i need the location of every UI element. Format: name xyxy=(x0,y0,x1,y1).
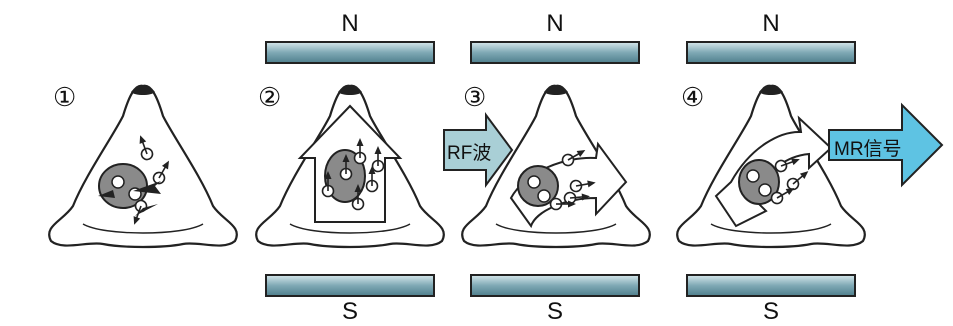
rf-wave-label: RF波 xyxy=(447,138,491,165)
magnet-s-2 xyxy=(266,275,434,296)
north-label-3: N xyxy=(525,10,585,38)
step-2-number: ② xyxy=(258,82,281,113)
head-outline-1 xyxy=(49,86,237,247)
magnet-s-4 xyxy=(687,275,855,296)
head-outline-2 xyxy=(256,86,444,247)
step-1-number: ① xyxy=(53,82,76,113)
step-4-number: ④ xyxy=(681,82,704,113)
head-outline-4 xyxy=(677,86,865,247)
magnet-n-2 xyxy=(266,42,434,63)
mr-signal-label: MR信号 xyxy=(834,134,902,161)
magnet-n-3 xyxy=(471,42,639,63)
south-label-4: S xyxy=(741,298,801,326)
step-3-number: ③ xyxy=(463,82,486,113)
magnet-s-3 xyxy=(471,275,639,296)
south-label-2: S xyxy=(320,298,380,326)
north-label-4: N xyxy=(741,10,801,38)
north-label-2: N xyxy=(320,10,380,38)
south-label-3: S xyxy=(525,298,585,326)
magnet-n-4 xyxy=(687,42,855,63)
